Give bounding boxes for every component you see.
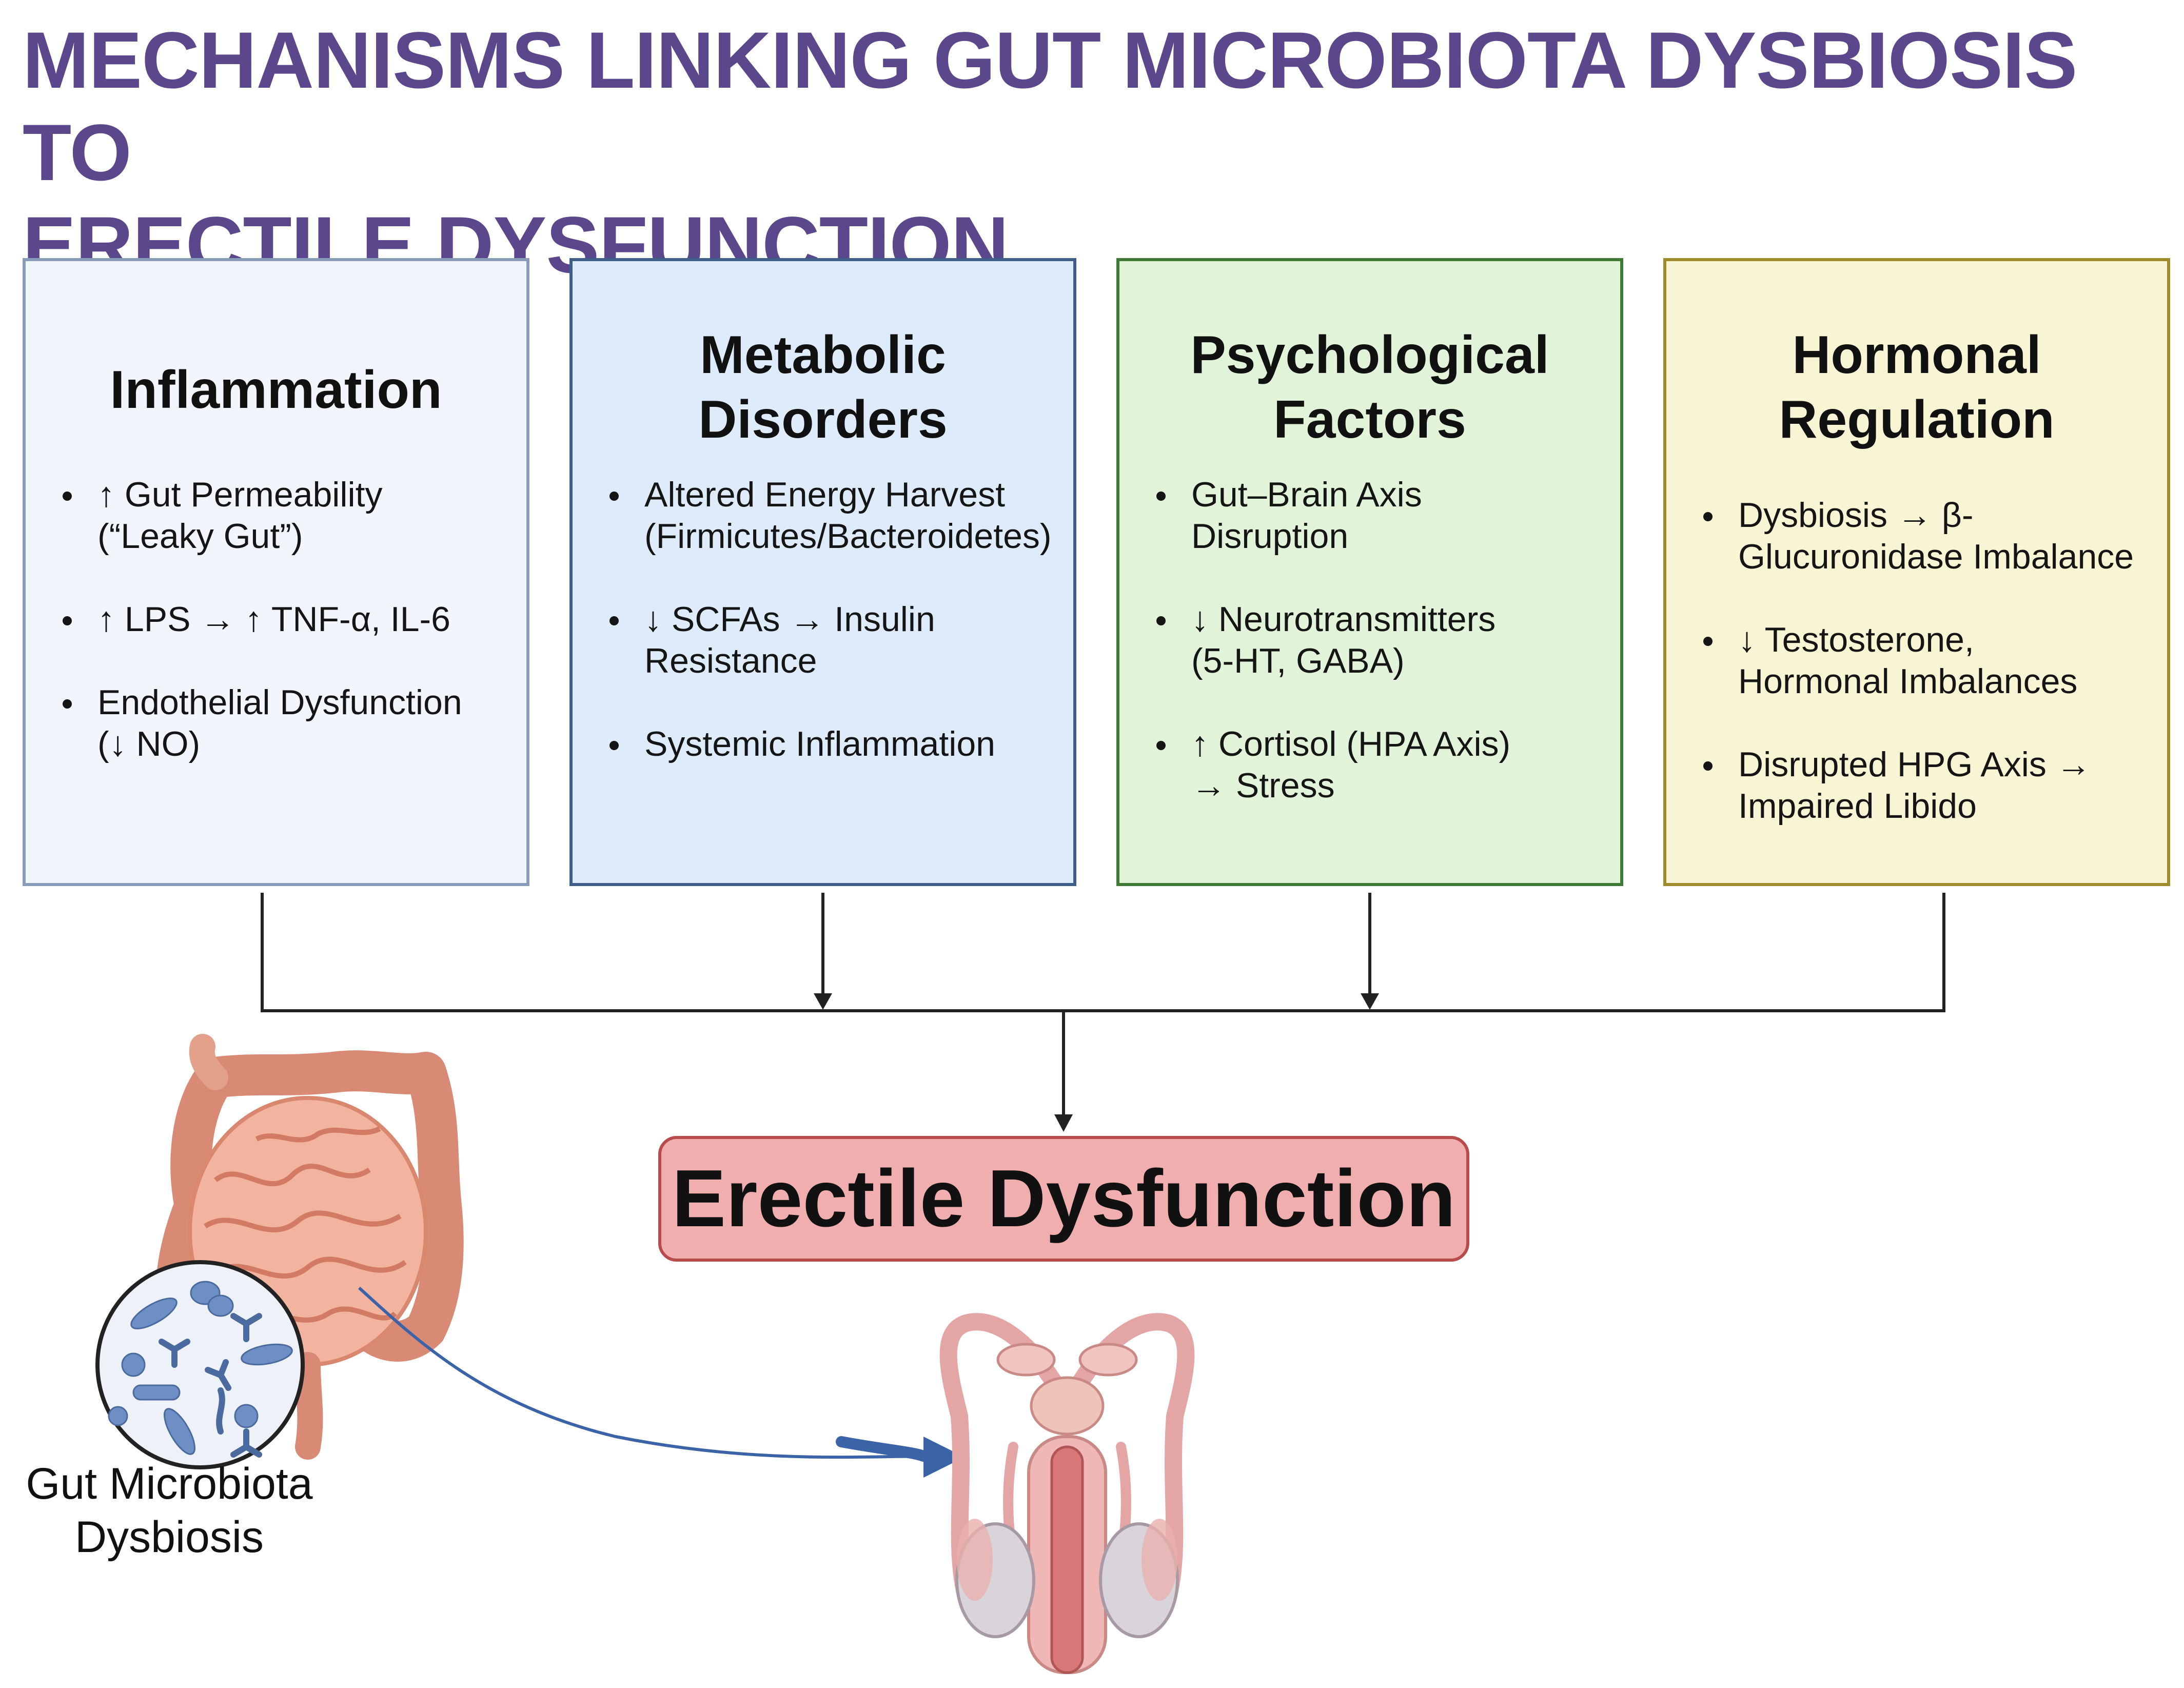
list-item: Disrupted HPG Axis →Impaired Libido [1697, 744, 2157, 827]
male-reproductive-anatomy-icon [939, 1313, 1195, 1674]
bullet-list-inflammation: ↑ Gut Permeability(“Leaky Gut”) ↑ LPS → … [56, 474, 516, 807]
microbe-magnifier-icon [95, 1260, 305, 1469]
panel-title-hormonal-regulation: Hormonal Regulation [1779, 325, 2055, 449]
panel-title-inflammation: Inflammation [110, 360, 442, 420]
panel-title-metabolic-disorders: Metabolic Disorders [698, 325, 948, 449]
list-item: ↑ LPS → ↑ TNF-α, IL-6 [56, 599, 516, 640]
panel-hormonal-regulation: Hormonal Regulation Dysbiosis → β-Glucur… [1663, 258, 2170, 886]
arrow-psychological-down [1361, 893, 1379, 1010]
list-item: ↑ Cortisol (HPA Axis)→ Stress [1150, 723, 1610, 807]
curved-arrow-icon [358, 1286, 965, 1478]
list-item: Dysbiosis → β-Glucuronidase Imbalance [1697, 495, 2157, 578]
list-item: Systemic Inflammation [603, 723, 1063, 765]
list-item: ↑ Gut Permeability(“Leaky Gut”) [56, 474, 516, 557]
outcome-erectile-dysfunction: Erectile Dysfunction [658, 1136, 1469, 1262]
list-item: Endothelial Dysfunction(↓ NO) [56, 682, 516, 765]
panel-metabolic-disorders: Metabolic Disorders Altered Energy Harve… [569, 258, 1076, 886]
page-title: MECHANISMS LINKING GUT MICROBIOTA DYSBIO… [23, 14, 2167, 291]
arrow-metabolic-down [814, 893, 832, 1010]
list-item: Altered Energy Harvest(Firmicutes/Bacter… [603, 474, 1063, 557]
arrow-to-outcome [1054, 1011, 1073, 1132]
panel-inflammation: Inflammation ↑ Gut Permeability(“Leaky G… [23, 258, 529, 886]
panel-title-psychological-factors: Psychological Factors [1190, 325, 1549, 449]
list-item: ↓ Testosterone,Hormonal Imbalances [1697, 619, 2157, 702]
gut-microbiota-dysbiosis-label: Gut Microbiota Dysbiosis [26, 1459, 313, 1562]
title-line-1: MECHANISMS LINKING GUT MICROBIOTA DYSBIO… [23, 16, 2077, 198]
bullet-list-hormonal-regulation: Dysbiosis → β-Glucuronidase Imbalance ↓ … [1697, 495, 2157, 869]
list-item: ↓ Neurotransmitters(5-HT, GABA) [1150, 599, 1610, 682]
bullet-list-metabolic-disorders: Altered Energy Harvest(Firmicutes/Bacter… [603, 474, 1063, 807]
